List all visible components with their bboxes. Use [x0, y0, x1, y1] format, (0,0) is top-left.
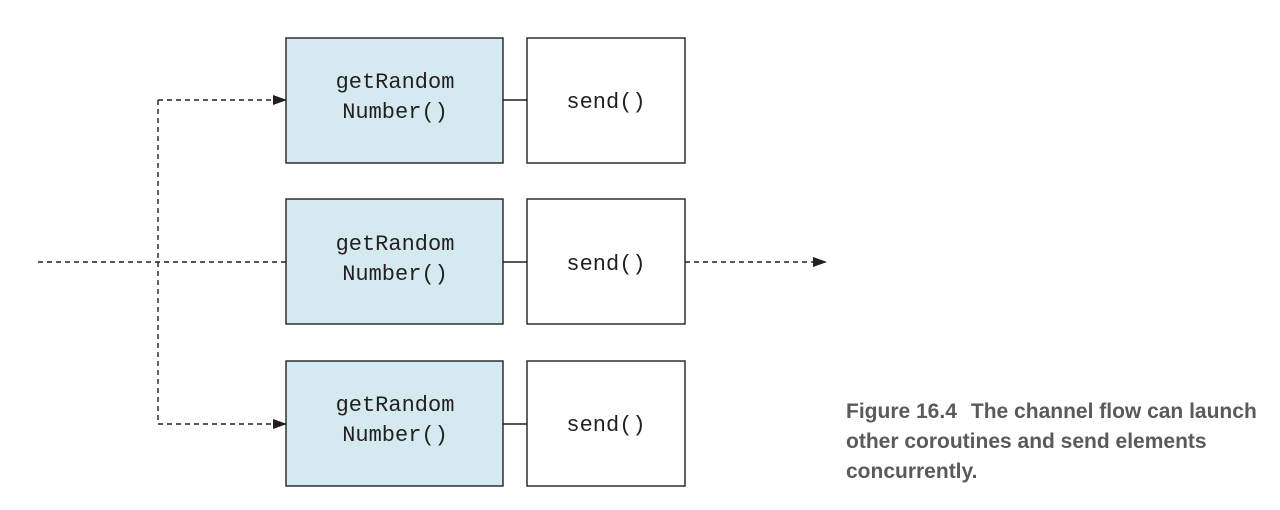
send-label: send(): [566, 413, 645, 438]
coroutine-row-2: getRandom Number() send(): [285, 198, 686, 325]
coroutine-box: [285, 37, 504, 164]
coroutine-label-line1: getRandom: [336, 232, 455, 257]
send-box: [526, 198, 686, 325]
coroutine-label-line2: Number(): [342, 262, 448, 287]
coroutine-label-line2: Number(): [342, 423, 448, 448]
coroutine-box: [285, 360, 504, 487]
send-label: send(): [566, 90, 645, 115]
send-box: [526, 360, 686, 487]
coroutine-label-line2: Number(): [342, 100, 448, 125]
send-box: [526, 37, 686, 164]
coroutine-label-line1: getRandom: [336, 393, 455, 418]
send-label: send(): [566, 252, 645, 277]
figure-label: Figure 16.4: [846, 400, 957, 423]
coroutine-row-3: getRandom Number() send(): [285, 360, 686, 487]
coroutine-row-1: getRandom Number() send(): [285, 37, 686, 164]
figure-caption-text: The channel flow can launch other corout…: [846, 400, 1257, 483]
coroutine-label-line1: getRandom: [336, 70, 455, 95]
